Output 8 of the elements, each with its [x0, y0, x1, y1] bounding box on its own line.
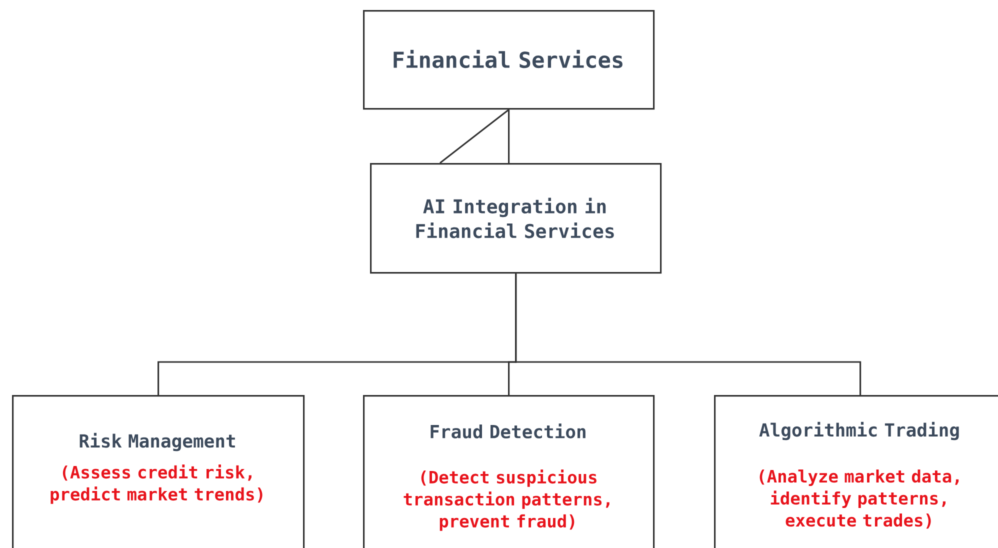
- process-box: Financial Services: [363, 10, 655, 110]
- connector-line: [440, 108, 510, 164]
- connector-line: [515, 274, 862, 395]
- process-box: Fraud Detection (Detect suspicious transaction patterns, prevent fraud): [363, 395, 655, 548]
- connector-line: [508, 110, 510, 163]
- process-box: Risk Management (Assess credit risk, predict market trends): [12, 395, 305, 548]
- process-box: AI Integration in Financial Services: [370, 163, 662, 274]
- process-box: Algorithmic Trading (Analyze market data, identify patterns, execute trades): [714, 395, 998, 548]
